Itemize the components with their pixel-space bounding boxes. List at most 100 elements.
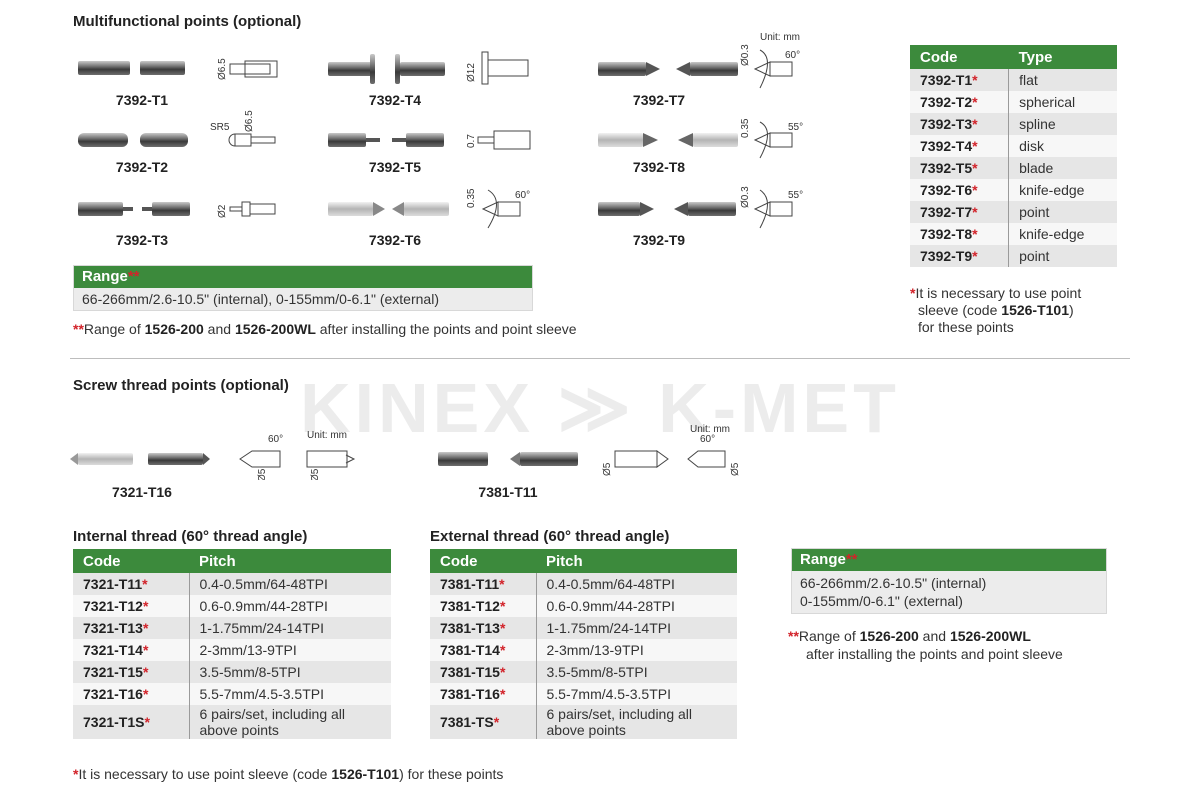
part-photo-7392-t6	[328, 202, 449, 216]
note-star: *	[73, 766, 79, 782]
sleeve-required-star: *	[972, 116, 978, 132]
row-code: 7381-TS*	[430, 705, 536, 739]
range-title: Range	[800, 551, 846, 568]
dim-t2b: Ø6.5	[244, 110, 255, 132]
code-value: 7381-T13	[440, 620, 500, 636]
code-value: 7381-T16	[440, 686, 500, 702]
external-thread-heading: External thread (60° thread angle)	[430, 528, 670, 545]
range-header: Range**	[792, 549, 1106, 571]
note-line-3: for these points	[918, 319, 1014, 335]
row-code: 7321-T15*	[73, 661, 189, 683]
screw-drawings: 60° Ø5 Ø5 Unit: mm Ø5 60° Ø5 Unit: mm	[70, 424, 741, 480]
dim-t9b: 55°	[788, 190, 803, 201]
dim-t9a: Ø0.3	[740, 186, 751, 208]
sleeve-required-star: *	[972, 94, 978, 110]
sleeve-required-star: *	[499, 686, 506, 702]
note-model-1: 1526-200	[859, 628, 919, 644]
header-type: Type	[1008, 45, 1117, 69]
code-value: 7321-T1S	[83, 714, 145, 730]
sleeve-required-star: *	[499, 642, 506, 658]
row-type: point	[1008, 201, 1117, 223]
part-label-7392-t2: 7392-T2	[115, 159, 169, 175]
dim-t1: Ø6.5	[217, 58, 228, 80]
part-drawing-7392-t6	[481, 189, 521, 229]
code-value: 7381-T12	[440, 598, 500, 614]
table-row: 7321-T14*2-3mm/13-9TPI	[73, 639, 391, 661]
table-row: 7381-T12*0.6-0.9mm/44-28TPI	[430, 595, 737, 617]
sleeve-required-star: *	[972, 182, 978, 198]
note-text: Range of	[83, 321, 145, 337]
part-label-7321-t16: 7321-T16	[112, 484, 172, 500]
range-title: Range	[82, 268, 128, 285]
row-pitch: 6 pairs/set, including all above points	[188, 705, 391, 739]
note-model-1: 1526-200	[144, 321, 204, 337]
part-drawing-7392-t9	[753, 189, 793, 229]
row-code: 7321-T12*	[73, 595, 189, 617]
code-value: 7392-T9	[920, 248, 973, 264]
dim-t4: Ø12	[466, 63, 477, 82]
part-photo-7392-t5	[328, 133, 444, 147]
code-value: 7321-T16	[83, 686, 143, 702]
screw-heading: Screw thread points (optional)	[73, 377, 289, 394]
part-label-7392-t1: 7392-T1	[115, 92, 169, 108]
table-row: 7381-T14*2-3mm/13-9TPI	[430, 639, 737, 661]
row-code: 7381-T16*	[430, 683, 536, 705]
dim-screw-d5b: Ø5	[310, 468, 321, 480]
code-value: 7381-T11	[440, 576, 500, 592]
dim-t7a: Ø0.3	[740, 44, 751, 66]
row-code: 7321-T1S*	[73, 705, 189, 739]
sleeve-required-star: *	[972, 226, 978, 242]
table-row: 7321-T12*0.6-0.9mm/44-28TPI	[73, 595, 391, 617]
note-line-2: after installing the points and point sl…	[806, 646, 1063, 662]
note-text: It is necessary to use point sleeve (cod…	[78, 766, 332, 782]
watermark: KINEX ≫ K-MET	[300, 369, 900, 447]
part-drawing-7392-t8	[753, 121, 793, 159]
code-value: 7392-T6	[920, 182, 973, 198]
row-pitch: 0.6-0.9mm/44-28TPI	[535, 595, 737, 617]
sleeve-required-star: *	[972, 138, 978, 154]
part-label-7392-t6: 7392-T6	[368, 232, 422, 248]
part-label-7392-t5: 7392-T5	[368, 159, 422, 175]
multifunctional-heading: Multifunctional points (optional)	[73, 13, 302, 30]
code-value: 7381-T14	[440, 642, 500, 658]
range-value: 66-266mm/2.6-10.5" (internal), 0-155mm/0…	[74, 288, 532, 310]
table-row: 7392-T9*point	[910, 245, 1117, 267]
note-line-2-end: )	[1069, 302, 1074, 318]
row-code: 7392-T5*	[910, 157, 1009, 179]
part-label-7392-t9: 7392-T9	[632, 232, 686, 248]
row-code: 7321-T13*	[73, 617, 189, 639]
row-code: 7381-T15*	[430, 661, 536, 683]
table-row: 7321-T16*5.5-7mm/4.5-3.5TPI	[73, 683, 391, 705]
table-row: 7392-T3*spline	[910, 113, 1117, 135]
bottom-note: *It is necessary to use point sleeve (co…	[73, 766, 503, 782]
sleeve-required-star: *	[142, 686, 149, 702]
code-value: 7321-T14	[83, 642, 143, 658]
note-sleeve-code: 1526-T101	[331, 766, 400, 782]
part-drawing-7321-t16	[239, 450, 356, 468]
header-code: Code	[430, 549, 536, 573]
part-drawing-7392-t3	[229, 201, 276, 217]
row-code: 7392-T3*	[910, 113, 1009, 135]
row-pitch: 6 pairs/set, including all above points	[535, 705, 737, 739]
sleeve-required-star: *	[142, 664, 149, 680]
code-value: 7392-T3	[920, 116, 973, 132]
dim-t3: Ø2	[217, 204, 228, 218]
table-row: 7321-T1S*6 pairs/set, including all abov…	[73, 705, 391, 739]
dim-t8a: 0.35	[740, 118, 751, 138]
part-drawing-7392-t1	[229, 60, 278, 78]
note-stars: **	[73, 321, 84, 337]
range-stars: **	[127, 268, 140, 285]
range-internal: 66-266mm/2.6-10.5" (internal)	[800, 575, 987, 591]
row-code: 7392-T6*	[910, 179, 1009, 201]
sleeve-required-star: *	[142, 642, 149, 658]
sleeve-required-star: *	[142, 576, 148, 592]
note-text: Range of	[798, 628, 860, 644]
table-row: 7381-TS*6 pairs/set, including all above…	[430, 705, 737, 739]
range-header: Range**	[74, 266, 532, 288]
row-pitch: 0.6-0.9mm/44-28TPI	[188, 595, 391, 617]
type-table-note: *It is necessary to use point sleeve (co…	[910, 285, 1081, 336]
row-code: 7392-T7*	[910, 201, 1009, 223]
dim-screw-d5a: Ø5	[257, 468, 268, 480]
